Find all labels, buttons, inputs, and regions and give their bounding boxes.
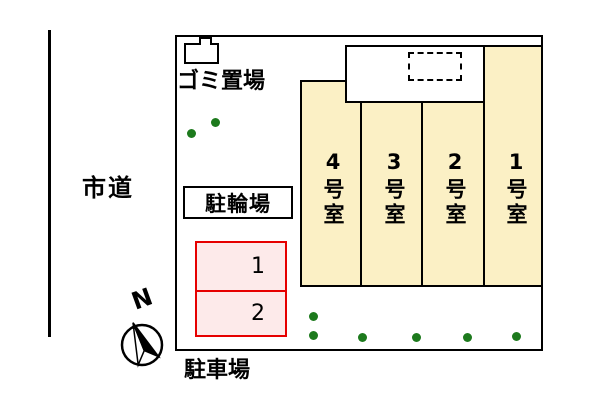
parking-space-2: 2 (195, 290, 287, 337)
garbage-bin-icon (184, 37, 219, 64)
tree-icon (211, 118, 220, 127)
parking-space-1-number: 1 (251, 254, 265, 279)
room-divider-4-3 (360, 103, 362, 287)
parking-space-2-number: 2 (251, 301, 265, 326)
garbage-bin-lid-icon (199, 37, 212, 45)
room-label-2: 2号室 (443, 150, 467, 228)
tree-icon (187, 129, 196, 138)
room-label-1: 1号室 (504, 150, 528, 228)
room-1-block (483, 45, 543, 287)
tree-icon (309, 331, 318, 340)
tree-icon (512, 332, 521, 341)
bicycle-parking-label: 駐輪場 (183, 186, 293, 219)
compass: N (110, 282, 174, 377)
tree-icon (358, 333, 367, 342)
room-label-3: 3号室 (382, 150, 406, 228)
compass-needle-icon (120, 322, 164, 368)
tree-icon (412, 333, 421, 342)
compass-north-label: N (127, 282, 157, 316)
room-label-4: 4号室 (321, 150, 345, 228)
road-line (48, 30, 51, 337)
tree-icon (309, 312, 318, 321)
road-label: 市道 (82, 174, 134, 202)
parking-lot-label: 駐車場 (184, 358, 251, 383)
room-divider-3-2 (421, 103, 423, 287)
dashed-outline-box (408, 52, 462, 81)
parking-space-1: 1 (195, 241, 287, 292)
tree-icon (463, 333, 472, 342)
rooms-block (300, 80, 485, 287)
garbage-area-label: ゴミ置場 (177, 69, 266, 94)
